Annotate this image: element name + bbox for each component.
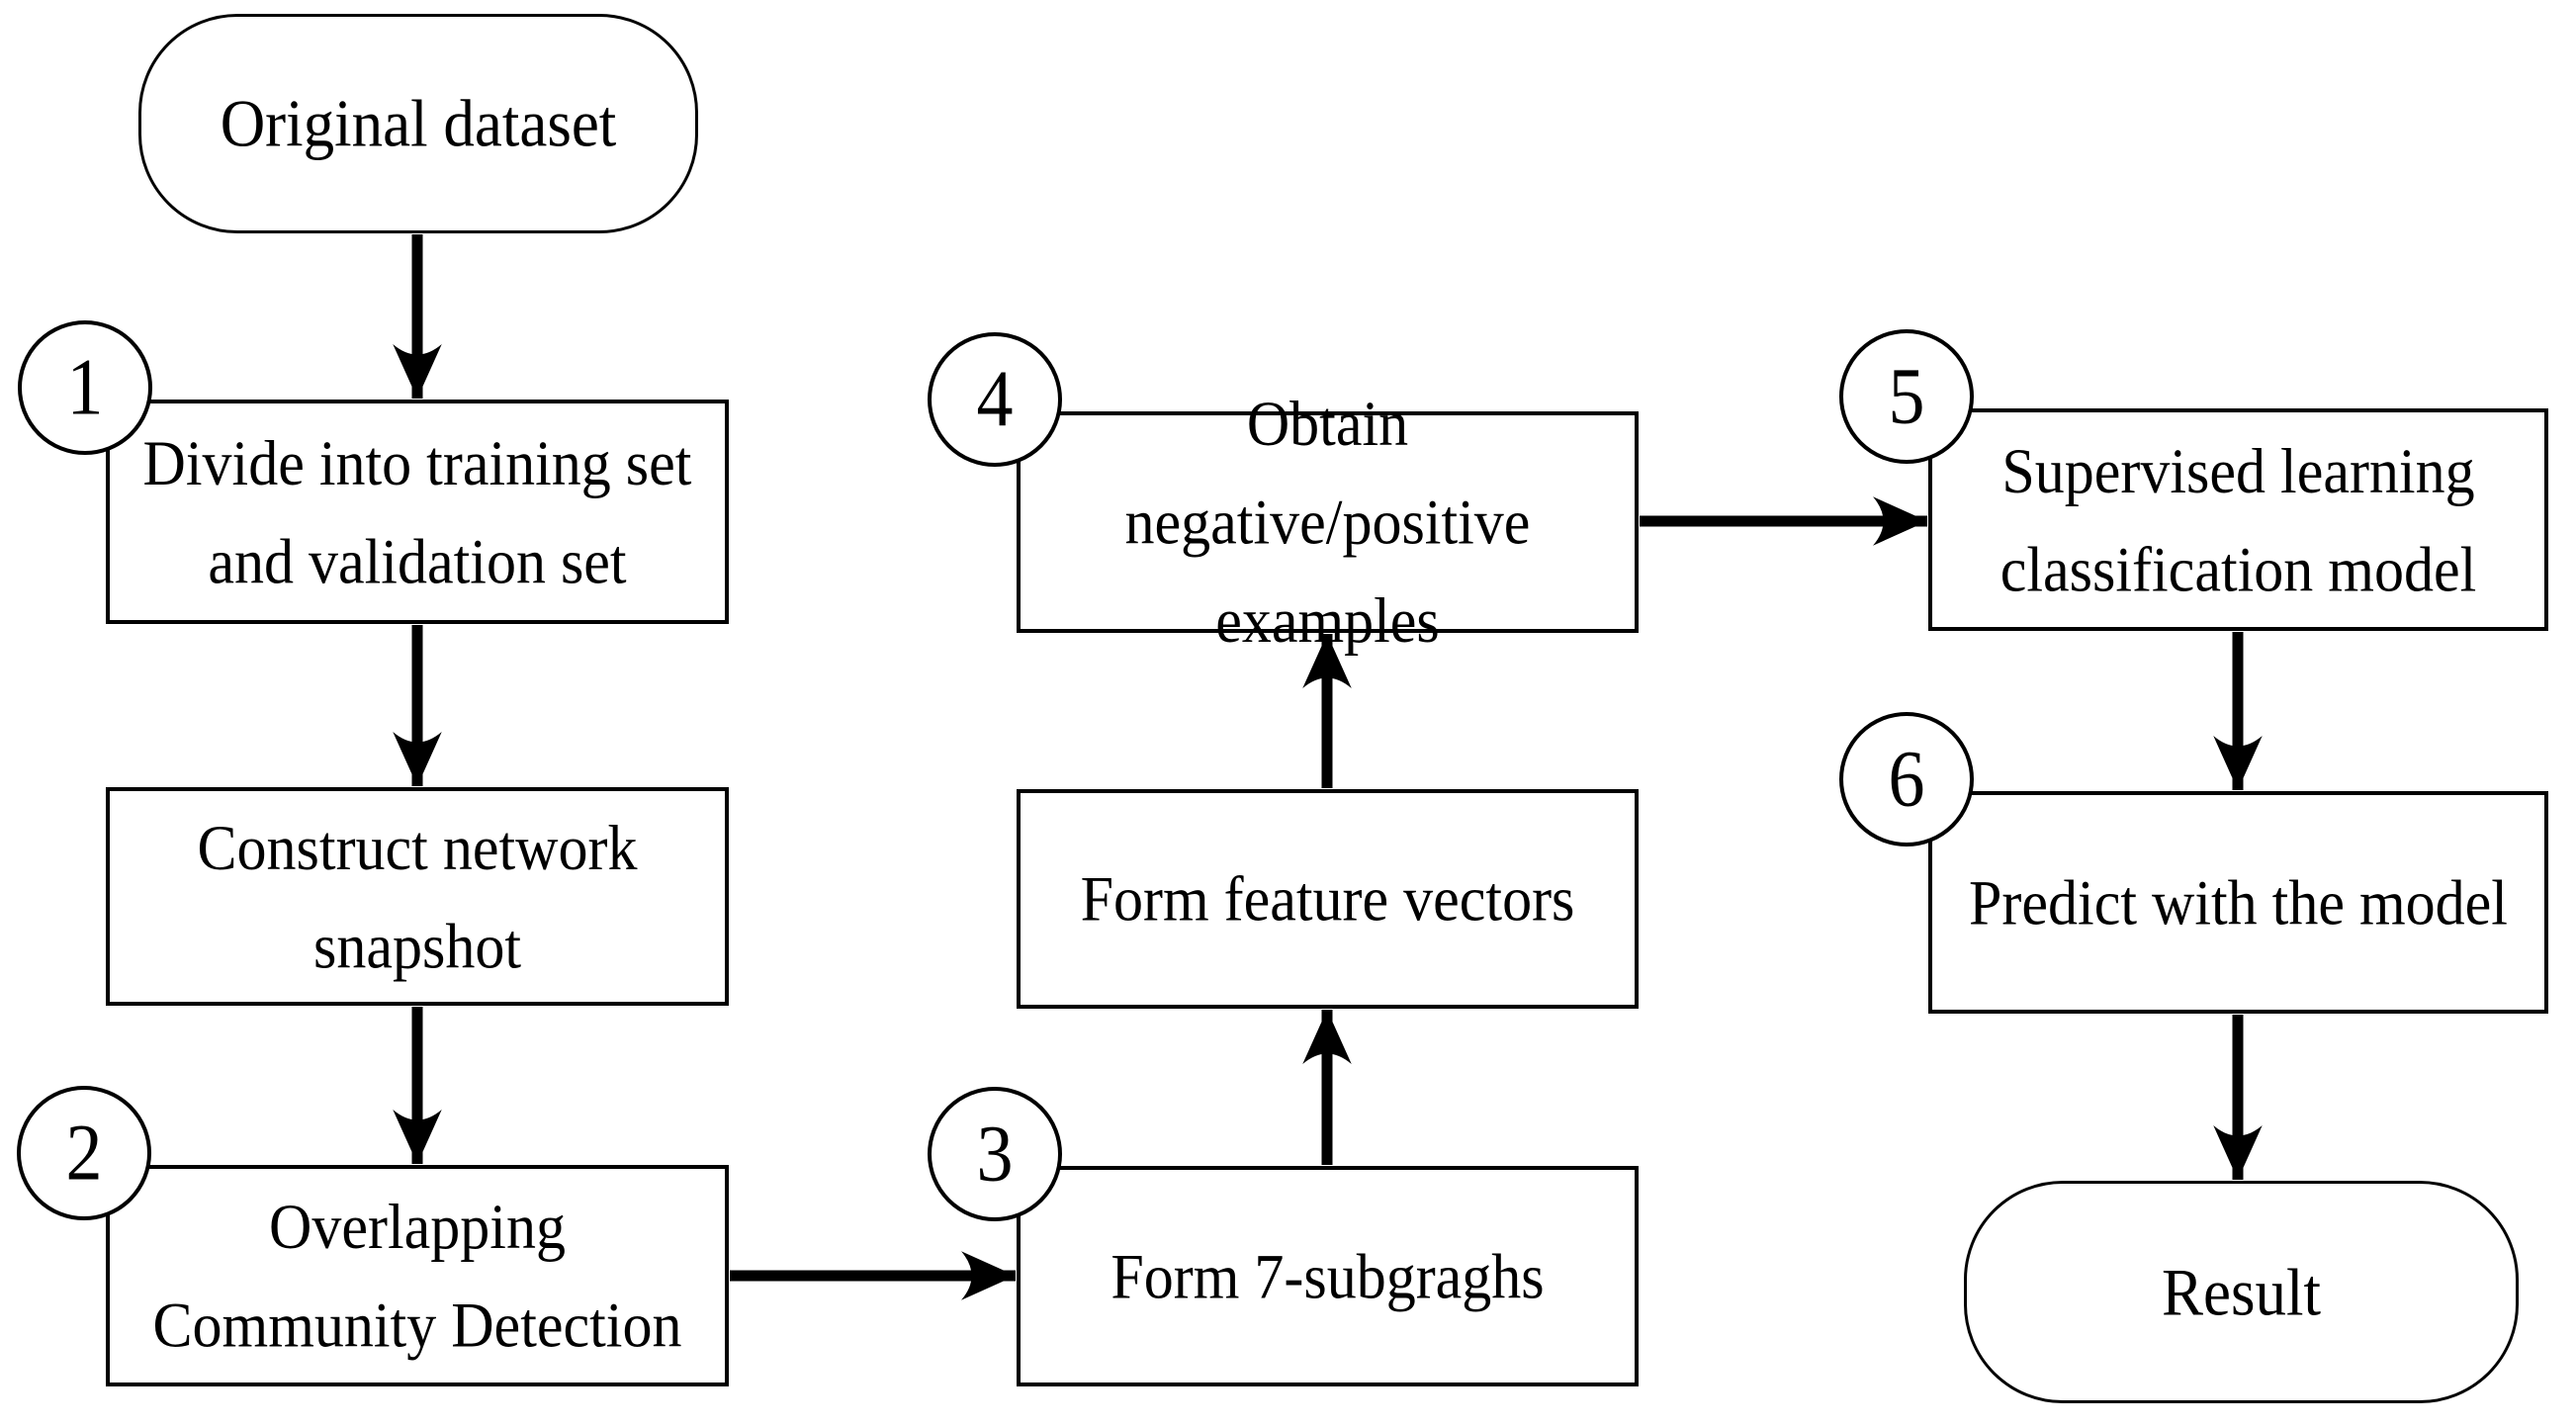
node-form-subgraphs: Form 7-subgraghs xyxy=(1017,1166,1639,1386)
node-divide-sets-label: Divide into training set and validation … xyxy=(142,427,692,596)
node-supervised-model-label: Supervised learning classification model xyxy=(1999,435,2477,604)
step-badge-1: 1 xyxy=(18,320,152,455)
step-badge-2-number: 2 xyxy=(65,1108,103,1199)
node-result-label: Result xyxy=(2161,1254,2321,1330)
node-obtain-examples-label: Obtain negative/positive examples xyxy=(1124,389,1531,656)
node-predict-model: Predict with the model xyxy=(1928,791,2548,1014)
node-obtain-examples: Obtain negative/positive examples xyxy=(1017,389,1639,656)
node-form-feature-vectors-label: Form feature vectors xyxy=(1080,863,1575,935)
node-result: Result xyxy=(1964,1181,2519,1403)
step-badge-3: 3 xyxy=(928,1087,1062,1221)
step-badge-2: 2 xyxy=(17,1086,151,1220)
step-badge-6-number: 6 xyxy=(1888,734,1925,825)
node-original-dataset: Original dataset xyxy=(138,14,698,233)
node-divide-sets: Divide into training set and validation … xyxy=(106,400,729,624)
node-form-feature-vectors: Form feature vectors xyxy=(1017,789,1639,1009)
step-badge-3-number: 3 xyxy=(976,1109,1014,1200)
node-community-detection-label: Overlapping Community Detection xyxy=(152,1191,682,1361)
node-community-detection: Overlapping Community Detection xyxy=(106,1165,729,1386)
node-original-dataset-label: Original dataset xyxy=(220,86,617,161)
step-badge-6: 6 xyxy=(1839,712,1974,847)
node-supervised-model: Supervised learning classification model xyxy=(1928,408,2548,631)
node-predict-model-label: Predict with the model xyxy=(1969,866,2508,938)
step-badge-4: 4 xyxy=(928,332,1062,467)
step-badge-4-number: 4 xyxy=(976,354,1014,445)
step-badge-5: 5 xyxy=(1839,329,1974,464)
step-badge-1-number: 1 xyxy=(66,342,104,433)
step-badge-5-number: 5 xyxy=(1888,351,1925,442)
node-form-subgraphs-label: Form 7-subgraghs xyxy=(1110,1240,1545,1312)
node-construct-snapshot-label: Construct network snapshot xyxy=(197,812,638,981)
node-construct-snapshot: Construct network snapshot xyxy=(106,787,729,1006)
